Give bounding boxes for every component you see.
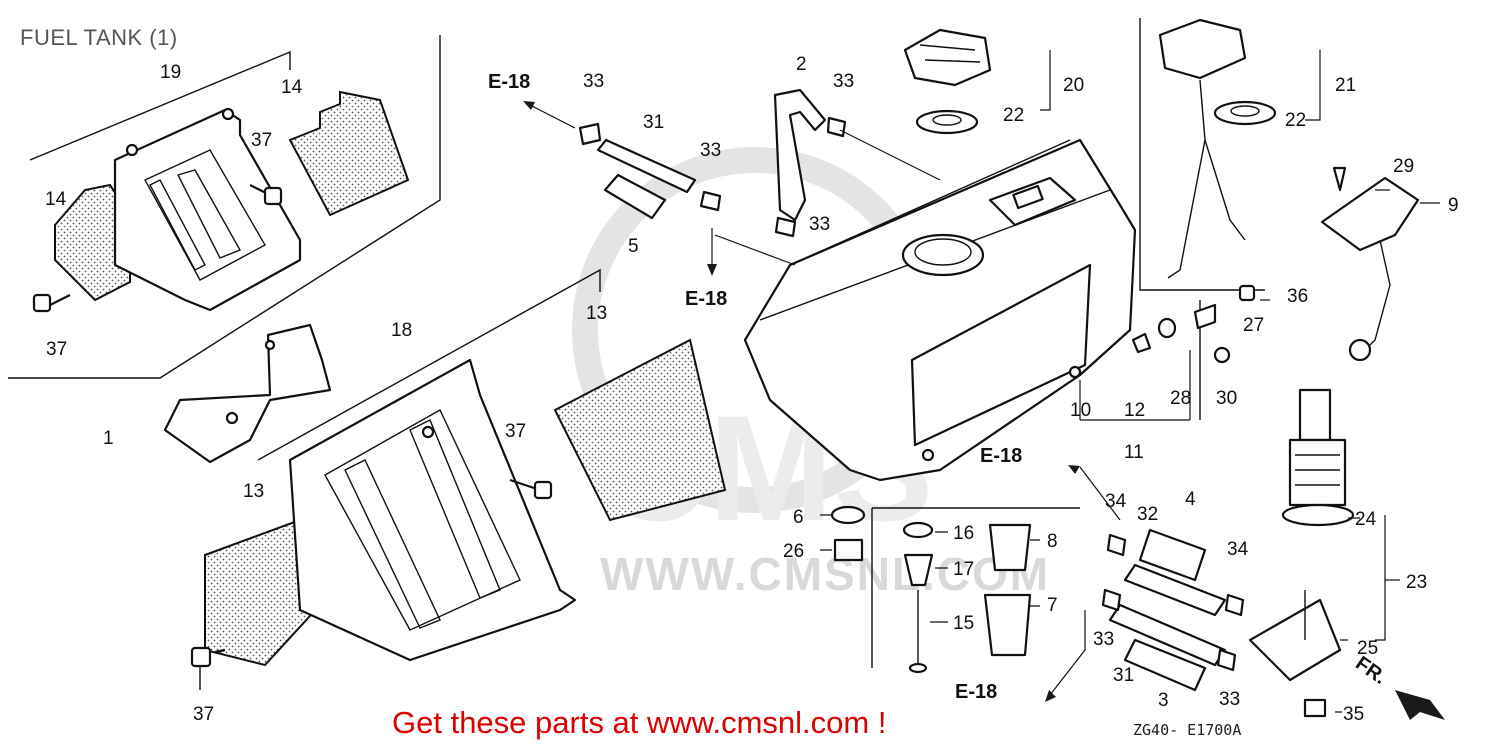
callout-15: 15 (953, 613, 974, 634)
callout-33-b: 33 (833, 71, 854, 92)
lower-fuel-parts (830, 505, 1245, 692)
leader-lines (711, 50, 1440, 713)
section-ref-e18-mid[interactable]: E-18 (685, 288, 727, 310)
callout-22-right: 22 (1285, 110, 1306, 131)
callout-1: 1 (103, 428, 114, 449)
callout-32: 32 (1137, 504, 1158, 525)
callout-22-left: 22 (1003, 105, 1024, 126)
callout-33-c: 33 (700, 140, 721, 161)
bolt-37-b (32, 293, 71, 313)
callout-36: 36 (1287, 286, 1308, 307)
callout-31-lower: 31 (1113, 665, 1134, 686)
callout-10: 10 (1070, 400, 1091, 421)
bolt-37-a (249, 184, 283, 206)
callout-25: 25 (1357, 638, 1378, 659)
callout-20: 20 (1063, 75, 1084, 96)
tube-31-upper (578, 122, 722, 220)
diagram-code: ZG40- E1700A (1133, 721, 1241, 739)
fuel-tank (743, 138, 1137, 482)
callout-34-left: 34 (1105, 491, 1127, 512)
callout-6: 6 (793, 507, 804, 528)
bolt-37-d (190, 646, 226, 690)
callout-33-d: 33 (809, 214, 830, 235)
callout-numbers: 1 2 3 4 5 6 7 8 9 10 11 12 13 13 14 14 1… (45, 54, 1459, 725)
callout-2: 2 (796, 54, 807, 75)
callout-37-bottom: 37 (193, 704, 214, 725)
section-ref-e18-right[interactable]: E-18 (980, 445, 1022, 467)
callout-17: 17 (953, 559, 974, 580)
callout-21: 21 (1335, 75, 1356, 96)
callout-23: 23 (1406, 572, 1427, 593)
fuel-valve (1248, 388, 1355, 718)
callout-33-f: 33 (1219, 689, 1240, 710)
cta-footer-link[interactable]: Get these parts at www.cmsnl.com ! (392, 705, 886, 740)
callout-33-e: 33 (1093, 629, 1114, 650)
callout-9: 9 (1448, 195, 1459, 216)
callout-19: 19 (160, 62, 181, 83)
callout-30: 30 (1216, 388, 1237, 409)
callout-7: 7 (1047, 595, 1058, 616)
callout-33-a: 33 (583, 71, 604, 92)
hose-2 (773, 88, 847, 238)
callout-35: 35 (1343, 704, 1364, 725)
callout-27: 27 (1243, 315, 1264, 336)
upper-bracket-19 (32, 90, 410, 313)
front-direction-arrow: FR. (1351, 652, 1445, 720)
callout-31-upper: 31 (643, 112, 664, 133)
watermark-text: WWW.CMSNL.COM (600, 548, 1050, 600)
callout-5: 5 (628, 236, 639, 257)
callout-26: 26 (783, 541, 804, 562)
section-ref-arrows (523, 101, 1080, 702)
callout-13-lower: 13 (243, 481, 264, 502)
callout-12: 12 (1124, 400, 1145, 421)
section-ref-e18-top[interactable]: E-18 (488, 71, 530, 93)
small-fasteners (1131, 284, 1256, 364)
callout-29: 29 (1393, 156, 1414, 177)
callout-34-right: 34 (1227, 539, 1249, 560)
callout-11: 11 (1124, 442, 1144, 463)
callout-13-pad: 13 (586, 303, 607, 324)
callout-28: 28 (1170, 388, 1191, 409)
callout-37-mid: 37 (505, 421, 526, 442)
callout-24: 24 (1355, 509, 1377, 530)
callout-14-right: 14 (281, 77, 303, 98)
callout-4: 4 (1185, 489, 1196, 510)
fuel-cap-20 (903, 28, 992, 135)
callout-37-left: 37 (46, 339, 67, 360)
callout-37-upper: 37 (251, 130, 272, 151)
fuel-cap-21 (1158, 18, 1277, 279)
fuel-gauge-9 (1320, 166, 1420, 362)
lower-bracket-18 (190, 358, 577, 690)
bolt-37-c (509, 478, 553, 500)
callout-3: 3 (1158, 690, 1169, 711)
callout-14-left: 14 (45, 189, 67, 210)
pad-13 (553, 338, 727, 522)
page-title: FUEL TANK (1) (20, 25, 178, 50)
callout-18: 18 (391, 320, 412, 341)
section-ref-e18-bottom[interactable]: E-18 (955, 681, 997, 703)
bracket-1 (163, 323, 332, 464)
callout-8: 8 (1047, 531, 1058, 552)
callout-16: 16 (953, 523, 974, 544)
